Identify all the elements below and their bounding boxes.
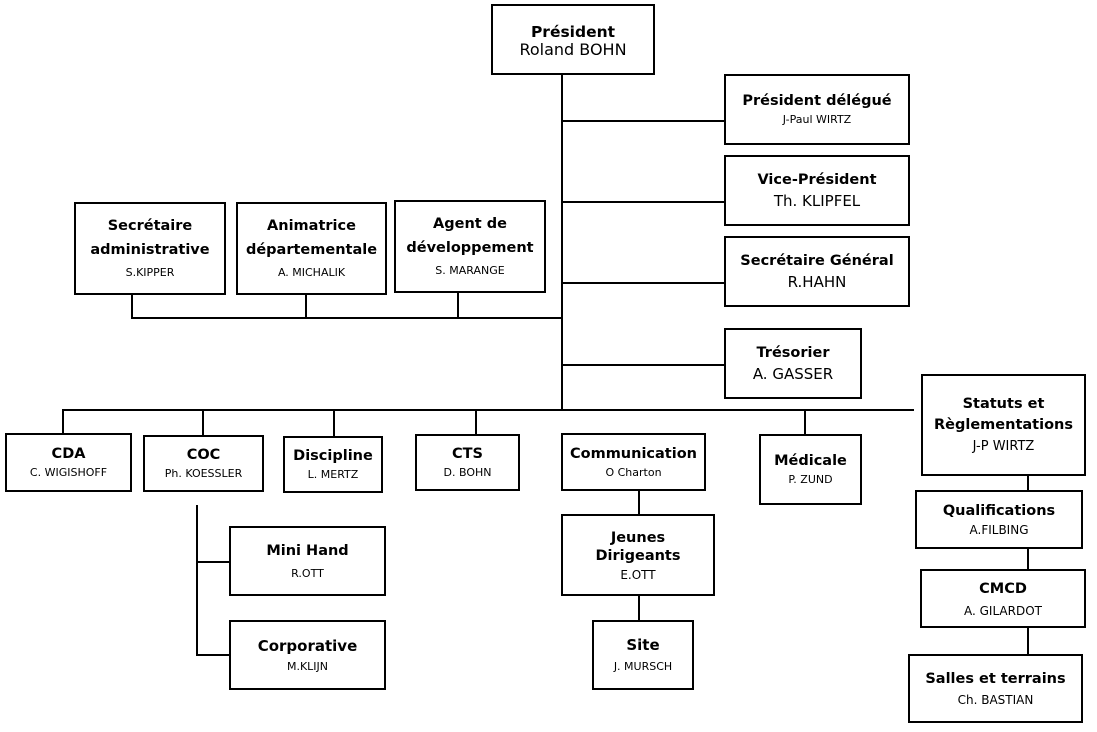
- role-title: Président délégué: [742, 93, 892, 109]
- connector-line: [62, 409, 914, 411]
- commission-name: Ph. KOESSLER: [164, 467, 243, 480]
- president-delegue-box: Président délégué J-Paul WIRTZ: [724, 74, 910, 145]
- sub-name: Ch. BASTIAN: [957, 693, 1034, 707]
- commission-name: C. WIGISHOFF: [29, 466, 108, 479]
- communication-box: Communication O Charton: [561, 433, 706, 491]
- statuts-name: J-P WIRTZ: [972, 438, 1035, 454]
- coc-box: COC Ph. KOESSLER: [143, 435, 264, 492]
- sub-title: Salles et terrains: [925, 671, 1066, 687]
- connector-line: [196, 654, 229, 656]
- sub-title: Mini Hand: [266, 542, 349, 559]
- vice-president-box: Vice-Président Th. KLIPFEL: [724, 155, 910, 226]
- sub-name: J. MURSCH: [613, 660, 673, 673]
- agent-developpement-box: Agent de développement S. MARANGE: [394, 200, 546, 293]
- tresorier-box: Trésorier A. GASSER: [724, 328, 862, 399]
- connector-line: [457, 292, 459, 318]
- commission-title: Discipline: [293, 448, 373, 464]
- connector-line: [561, 364, 724, 366]
- connector-line: [1027, 548, 1029, 571]
- cts-box: CTS D. BOHN: [415, 434, 520, 491]
- role-title-line2: départementale: [245, 242, 378, 258]
- commission-name: D. BOHN: [443, 466, 492, 479]
- role-title-line1: Animatrice: [267, 218, 356, 234]
- jeunes-dirigeants-box: Jeunes Dirigeants E.OTT: [561, 514, 715, 596]
- connector-line: [804, 409, 806, 435]
- connector-line: [475, 409, 477, 435]
- qualifications-box: Qualifications A.FILBING: [915, 490, 1083, 549]
- connector-line: [561, 73, 563, 410]
- commission-title: Communication: [569, 445, 697, 462]
- role-title-line2: administrative: [90, 242, 210, 258]
- role-name: A. GASSER: [752, 364, 834, 383]
- sub-name: E.OTT: [620, 567, 656, 582]
- statuts-title-line1: Statuts et: [962, 395, 1045, 412]
- sub-name: M.KLIJN: [286, 659, 329, 673]
- role-title-line2: développement: [406, 240, 534, 256]
- medicale-box: Médicale P. ZUND: [759, 434, 862, 505]
- connector-line: [196, 561, 229, 563]
- connector-line: [1027, 475, 1029, 492]
- sub-title-line1: Jeunes: [610, 529, 666, 546]
- connector-line: [1027, 627, 1029, 655]
- secretaire-general-box: Secrétaire Général R.HAHN: [724, 236, 910, 307]
- salles-terrains-box: Salles et terrains Ch. BASTIAN: [908, 654, 1083, 723]
- commission-title: CDA: [51, 446, 86, 462]
- site-box: Site J. MURSCH: [592, 620, 694, 690]
- commission-name: O Charton: [605, 465, 662, 479]
- role-name: Th. KLIPFEL: [773, 191, 861, 210]
- role-name: S. MARANGE: [435, 264, 505, 277]
- sub-title: Corporative: [257, 636, 358, 655]
- role-name: J-Paul WIRTZ: [782, 113, 852, 126]
- connector-line: [131, 294, 133, 318]
- president-box: Président Roland BOHN: [491, 4, 655, 75]
- sub-name: A.FILBING: [969, 523, 1029, 537]
- connector-line: [561, 120, 724, 122]
- sub-title-line2: Dirigeants: [595, 547, 681, 564]
- commission-title: COC: [186, 447, 221, 463]
- sub-title: Qualifications: [942, 503, 1056, 519]
- connector-line: [305, 294, 307, 318]
- role-name: R.HAHN: [787, 272, 847, 291]
- role-title: Secrétaire Général: [740, 252, 894, 269]
- connector-line: [638, 490, 640, 515]
- statuts-title-line2: Règlementations: [934, 416, 1073, 433]
- corporative-box: Corporative M.KLIJN: [229, 620, 386, 690]
- connector-line: [561, 282, 724, 284]
- statuts-box: Statuts et Règlementations J-P WIRTZ: [921, 374, 1086, 476]
- role-title: Vice-Président: [757, 171, 877, 188]
- commission-name: P. ZUND: [788, 473, 833, 486]
- mini-hand-box: Mini Hand R.OTT: [229, 526, 386, 596]
- connector-line: [131, 317, 563, 319]
- animatrice-box: Animatrice départementale A. MICHALIK: [236, 202, 387, 295]
- commission-title: Médicale: [774, 453, 847, 469]
- connector-line: [638, 595, 640, 621]
- commission-title: CTS: [452, 446, 483, 462]
- president-name: Roland BOHN: [519, 39, 627, 59]
- cmcd-box: CMCD A. GILARDOT: [920, 569, 1086, 628]
- role-name: A. MICHALIK: [277, 266, 346, 279]
- role-title-line1: Secrétaire: [107, 218, 193, 234]
- connector-line: [196, 505, 198, 655]
- connector-line: [62, 409, 64, 434]
- sub-title: Site: [626, 636, 660, 654]
- role-title: Trésorier: [756, 344, 830, 361]
- sub-name: R.OTT: [291, 566, 324, 580]
- role-title-line1: Agent de: [433, 216, 507, 232]
- sub-name: A. GILARDOT: [964, 603, 1042, 618]
- commission-name: L. MERTZ: [307, 468, 359, 481]
- cda-box: CDA C. WIGISHOFF: [5, 433, 132, 492]
- president-title: Président: [530, 22, 616, 41]
- discipline-box: Discipline L. MERTZ: [283, 436, 383, 493]
- connector-line: [561, 201, 724, 203]
- connector-line: [202, 409, 204, 436]
- sub-title: CMCD: [979, 580, 1027, 597]
- connector-line: [333, 409, 335, 437]
- role-name: S.KIPPER: [125, 266, 175, 279]
- secretaire-administrative-box: Secrétaire administrative S.KIPPER: [74, 202, 226, 295]
